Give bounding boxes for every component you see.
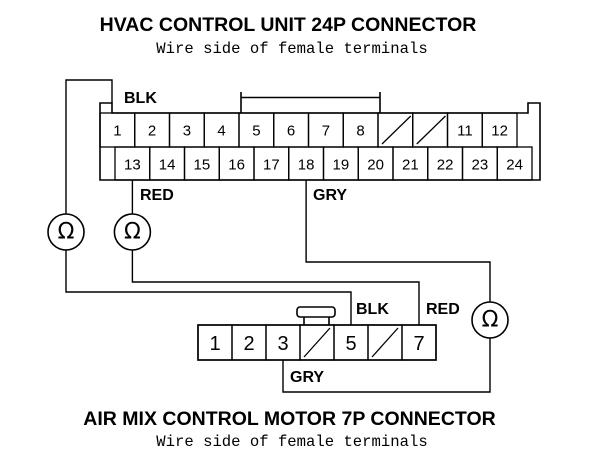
- bottom-connector-lock-tab: [296, 306, 336, 318]
- terminal-8: 8: [342, 112, 379, 148]
- terminal-number: 22: [437, 157, 454, 174]
- terminal-14: 14: [149, 146, 186, 181]
- motor-terminal-2: 2: [231, 324, 267, 361]
- terminal-3: 3: [168, 112, 205, 148]
- wire-label-red-top: RED: [140, 187, 174, 204]
- wire-blk: [65, 79, 352, 325]
- motor-terminal-unused: [299, 324, 335, 361]
- terminal-number: 18: [298, 157, 315, 174]
- motor-terminal-5: 5: [333, 324, 369, 361]
- ohm-symbol: Ω: [124, 220, 141, 245]
- terminal-22: 22: [427, 146, 464, 181]
- terminal-12: 12: [481, 112, 518, 148]
- top-connector-row-2: 13 14 15 16 17 18 19 20 21 22 23 24: [114, 146, 533, 181]
- ohm-symbol: Ω: [482, 308, 499, 333]
- motor-terminal-1: 1: [197, 324, 233, 361]
- ohmmeter-gry: Ω: [471, 301, 509, 339]
- ohmmeter-icon: [113, 213, 152, 251]
- terminal-20: 20: [357, 146, 394, 181]
- bottom-connector-subtitle: Wire side of female terminals: [156, 433, 427, 451]
- bottom-connector-title: AIR MIX CONTROL MOTOR 7P CONNECTOR: [83, 408, 495, 430]
- terminal-19: 19: [322, 146, 359, 181]
- terminal-number: 2: [243, 333, 254, 355]
- motor-terminal-3: 3: [265, 324, 301, 361]
- ohmmeter-icon: [471, 301, 509, 339]
- terminal-number: 11: [457, 123, 473, 140]
- wire-red: [131, 180, 420, 325]
- terminal-cavity: [496, 146, 533, 181]
- unused-slash: [303, 327, 331, 358]
- bottom-connector-lock-neck: [303, 317, 330, 325]
- bottom-connector: 1 2 3 5 7: [197, 306, 437, 361]
- terminal-number: 13: [124, 157, 141, 174]
- terminal-11: 11: [446, 112, 483, 148]
- terminal-16: 16: [218, 146, 255, 181]
- terminal-6: 6: [273, 112, 310, 148]
- motor-terminal-7: 7: [401, 324, 437, 361]
- terminal-13: 13: [114, 146, 151, 181]
- wire-label-gry-bottom: GRY: [290, 369, 324, 386]
- unused-slash: [381, 115, 412, 145]
- terminal-number: 2: [148, 123, 156, 140]
- terminal-number: 1: [113, 123, 121, 140]
- terminal-number: 20: [367, 157, 384, 174]
- unused-slash: [371, 327, 399, 358]
- terminal-2: 2: [134, 112, 171, 148]
- terminal-cavity: [412, 112, 449, 148]
- terminal-23: 23: [461, 146, 498, 181]
- ohmmeter-red: Ω: [113, 213, 152, 251]
- terminal-number: 14: [159, 157, 176, 174]
- terminal-number: 3: [277, 333, 288, 355]
- terminal-cavity: [377, 112, 414, 148]
- terminal-number: 7: [413, 333, 424, 355]
- top-connector-row-1: 1 2 3 4 5 6 7 8 11 12: [99, 112, 518, 148]
- terminal-number: 5: [345, 333, 356, 355]
- wire-label-gry-top: GRY: [313, 187, 347, 204]
- ohm-symbol: Ω: [58, 220, 75, 245]
- terminal-5: 5: [238, 112, 275, 148]
- top-connector-title: HVAC CONTROL UNIT 24P CONNECTOR: [100, 14, 477, 36]
- top-connector-lock-tab: [240, 92, 381, 113]
- terminal-17: 17: [253, 146, 290, 181]
- terminal-number: 3: [183, 123, 191, 140]
- top-connector-subtitle: Wire side of female terminals: [156, 40, 427, 58]
- motor-terminal-unused: [367, 324, 403, 361]
- terminal-number: 15: [194, 157, 211, 174]
- terminal-number: 1: [209, 333, 220, 355]
- top-connector: 1 2 3 4 5 6 7 8 11 12 13 14 15 16 17 18 …: [99, 92, 541, 181]
- unused-slash: [416, 115, 446, 145]
- terminal-18: 18: [288, 146, 325, 181]
- wire-label-red-bottom: RED: [426, 301, 460, 318]
- terminal-number: 16: [228, 157, 245, 174]
- terminal-unused: [377, 112, 414, 148]
- terminal-number: 17: [263, 157, 280, 174]
- terminal-7: 7: [307, 112, 344, 148]
- terminal-15: 15: [183, 146, 220, 181]
- terminal-number: 7: [322, 123, 330, 140]
- terminal-number: 24: [506, 157, 523, 174]
- terminal-number: 6: [287, 123, 295, 140]
- terminal-unused: [412, 112, 449, 148]
- wire-label-blk-bottom: BLK: [356, 301, 389, 318]
- terminal-4: 4: [203, 112, 240, 148]
- terminal-number: 12: [491, 123, 508, 140]
- ohmmeter-blk: Ω: [47, 213, 85, 251]
- terminal-number: 5: [252, 123, 260, 140]
- terminal-number: 4: [217, 123, 225, 140]
- terminal-number: 19: [333, 157, 350, 174]
- terminal-21: 21: [392, 146, 429, 181]
- wire-gry: [282, 180, 491, 393]
- ohmmeter-icon: [47, 213, 85, 251]
- terminal-cavity: [401, 324, 437, 361]
- wire-label-blk-top: BLK: [124, 90, 157, 107]
- terminal-1: 1: [99, 112, 136, 148]
- terminal-number: 8: [356, 123, 364, 140]
- terminal-24: 24: [496, 146, 533, 181]
- terminal-number: 23: [472, 157, 489, 174]
- terminal-number: 21: [402, 157, 419, 174]
